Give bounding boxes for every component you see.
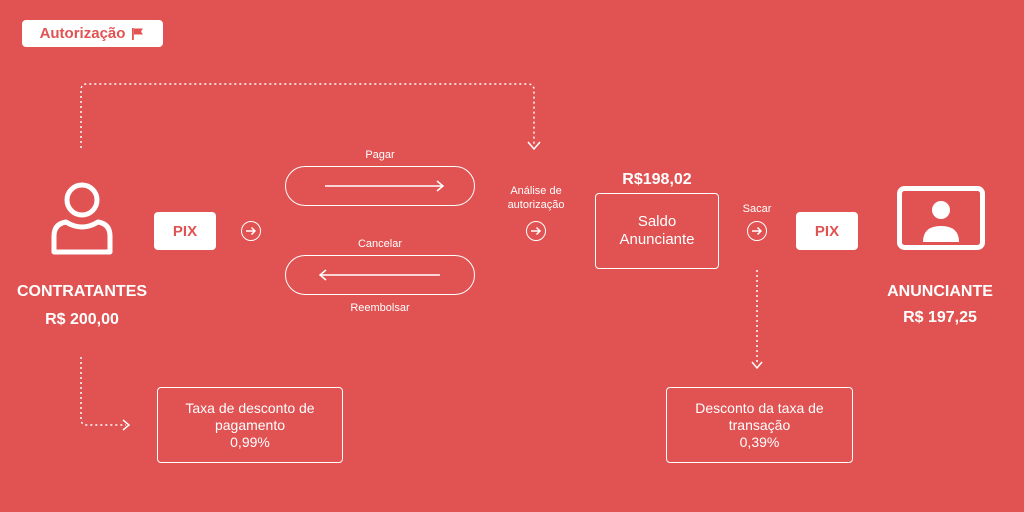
pay-arrow — [325, 180, 445, 192]
profile-screen-icon — [897, 186, 985, 250]
authorization-badge: Autorização — [22, 20, 163, 47]
cancel-arrow — [318, 269, 440, 281]
arrow-right-icon — [747, 221, 767, 241]
transaction-fee-label: Desconto da taxa de transação — [695, 399, 824, 433]
cancel-pill — [285, 255, 475, 295]
withdraw-fee-arrowhead — [751, 361, 763, 370]
withdraw-label: Sacar — [742, 203, 772, 215]
refund-label: Reembolsar — [350, 302, 410, 314]
transaction-fee-value: 0,39% — [739, 433, 780, 450]
cancel-label: Cancelar — [357, 238, 403, 250]
authorization-dotted-path — [80, 83, 535, 148]
authorization-arrowhead — [527, 141, 541, 151]
pix-right-badge: PIX — [796, 212, 858, 250]
pix-left-badge: PIX — [154, 212, 216, 250]
authorization-label: Autorização — [39, 25, 126, 42]
saldo-box: Saldo Anunciante — [595, 193, 719, 269]
person-icon — [51, 182, 113, 255]
anunciante-amount: R$ 197,25 — [903, 309, 977, 326]
analysis-label: Análise de autorização — [507, 185, 565, 211]
arrow-right-icon — [526, 221, 546, 241]
contratantes-name: CONTRATANTES — [16, 283, 148, 300]
anunciante-name: ANUNCIANTE — [887, 283, 993, 300]
fee-dotted-path — [80, 357, 126, 426]
payment-fee-box: Taxa de desconto de pagamento 0,99% — [157, 387, 343, 463]
arrow-right-icon — [241, 221, 261, 241]
payment-fee-value: 0,99% — [230, 433, 270, 450]
saldo-value: R$198,02 — [622, 171, 692, 188]
contratantes-amount: R$ 200,00 — [45, 311, 119, 328]
payment-fee-label: Taxa de desconto de pagamento — [185, 399, 315, 433]
transaction-fee-box: Desconto da taxa de transação 0,39% — [666, 387, 853, 463]
fee-arrowhead — [122, 419, 131, 431]
pay-pill — [285, 166, 475, 206]
pay-label: Pagar — [365, 149, 395, 161]
saldo-label: Saldo Anunciante — [619, 213, 695, 248]
flag-icon — [132, 27, 144, 40]
